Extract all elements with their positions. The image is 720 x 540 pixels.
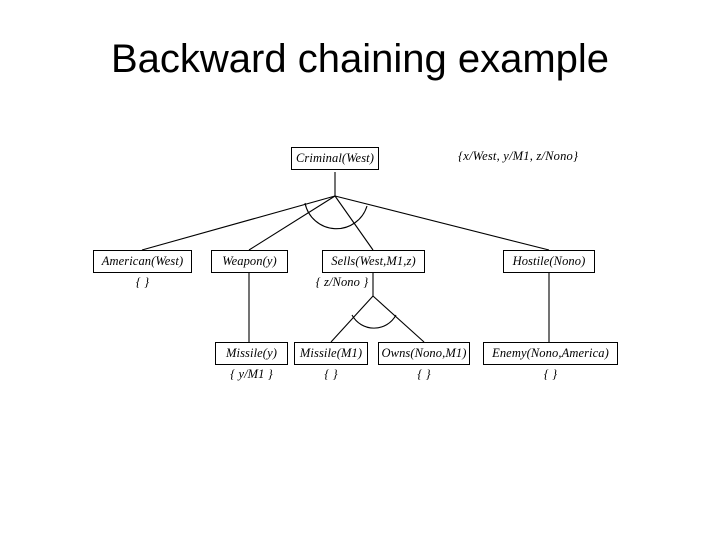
edge-criminal-to-weapon — [248, 195, 336, 251]
node-hostile-nono[interactable]: Hostile(Nono) — [503, 250, 595, 273]
and-arc-sells — [351, 314, 397, 329]
edge-sells-to-owns — [372, 295, 425, 343]
node-criminal-west[interactable]: Criminal(West) — [291, 147, 379, 170]
node-missile-y[interactable]: Missile(y) — [215, 342, 288, 365]
root-substitution-label: {x/West, y/M1, z/Nono} — [458, 149, 579, 163]
substitution-owns-nono-m1: { } — [417, 367, 431, 381]
edge-criminal-to-sells — [334, 195, 374, 251]
node-enemy-nono-america[interactable]: Enemy(Nono,America) — [483, 342, 618, 365]
edge-criminal-to-hostile — [334, 195, 550, 251]
node-american-west[interactable]: American(West) — [93, 250, 192, 273]
substitution-missile-y: { y/M1 } — [230, 367, 273, 381]
node-missile-m1[interactable]: Missile(M1) — [294, 342, 368, 365]
node-owns-nono-m1[interactable]: Owns(Nono,M1) — [378, 342, 470, 365]
page-title: Backward chaining example — [110, 37, 610, 81]
substitution-missile-m1: { } — [324, 367, 338, 381]
substitution-american-west: { } — [135, 275, 150, 289]
node-weapon-y[interactable]: Weapon(y) — [211, 250, 288, 273]
edge-criminal-to-american — [141, 195, 336, 251]
and-arc-criminal — [304, 202, 368, 230]
substitution-enemy-nono-america: { } — [543, 367, 558, 381]
substitution-sells-west-m1-z: { z/Nono } — [315, 275, 369, 289]
edge-sells-to-missile-m1 — [330, 295, 374, 343]
node-sells-west-m1-z[interactable]: Sells(West,M1,z) — [322, 250, 425, 273]
